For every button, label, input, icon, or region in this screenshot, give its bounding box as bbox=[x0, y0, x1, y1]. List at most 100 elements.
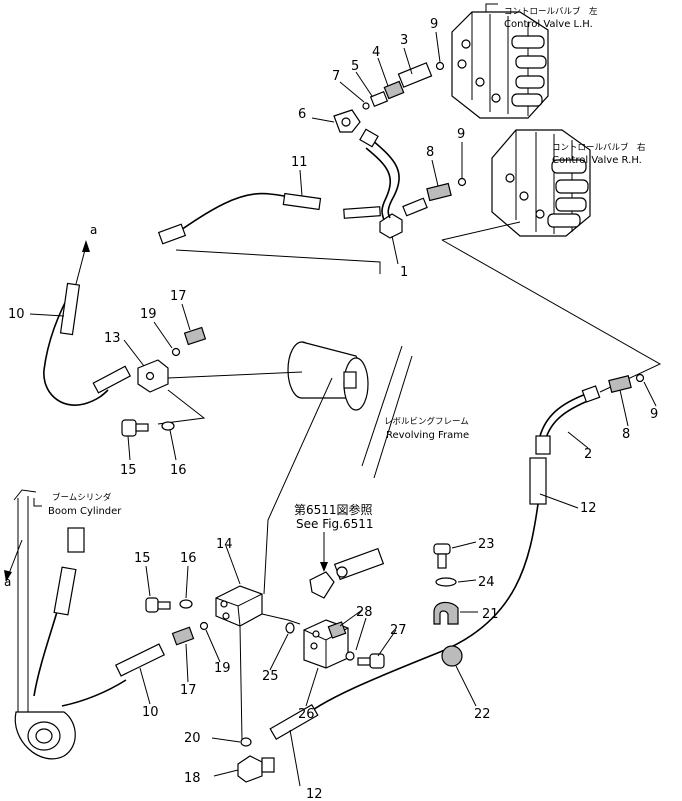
part-label-27: 27 bbox=[390, 623, 407, 638]
valve-block-14 bbox=[215, 585, 263, 627]
part-label-13: 13 bbox=[104, 331, 121, 346]
adapter-17-lower bbox=[171, 626, 195, 646]
washer-near-27 bbox=[345, 651, 355, 661]
leader-cv-lh bbox=[485, 3, 498, 12]
adapter-17-upper bbox=[183, 326, 207, 346]
arrow-a-top bbox=[75, 245, 87, 285]
clamp-22 bbox=[441, 645, 463, 667]
part-label-15-upper: 15 bbox=[120, 463, 137, 478]
control-valve-rh bbox=[491, 129, 591, 237]
part-label-24: 24 bbox=[478, 575, 495, 590]
nipple-4 bbox=[383, 80, 405, 100]
marker-a-bottom: a bbox=[4, 575, 11, 589]
hose-11-fitting bbox=[282, 192, 322, 211]
block-14-lines bbox=[261, 377, 333, 625]
frame-outline-upper bbox=[175, 221, 662, 393]
hose-10-lower-end bbox=[114, 643, 166, 677]
part-label-8-upper: 8 bbox=[426, 145, 434, 160]
accumulator-tank bbox=[287, 341, 369, 411]
hose-10-upper-fitting bbox=[59, 282, 81, 336]
part-label-8-lower: 8 bbox=[622, 427, 630, 442]
hose-11-end-left bbox=[157, 223, 187, 245]
bolt-15-lower bbox=[145, 597, 171, 613]
hose-10-upper bbox=[43, 285, 109, 406]
block-14-drop-line bbox=[239, 625, 243, 741]
part-label-19-lower: 19 bbox=[214, 661, 231, 676]
revolving-frame-label-jp: レボルビングフレーム bbox=[384, 416, 469, 427]
clamp-21 bbox=[433, 601, 459, 625]
control-valve-lh-label: Control Valve L.H. bbox=[504, 19, 593, 30]
elbow-2-nut bbox=[581, 385, 601, 403]
adapter-28 bbox=[327, 621, 347, 639]
elbow-pipe-2 bbox=[545, 399, 591, 439]
hose-10-lower-upper-fitting bbox=[53, 566, 77, 616]
boom-cylinder bbox=[13, 489, 85, 760]
part-label-16-upper: 16 bbox=[170, 463, 187, 478]
part-label-1: 1 bbox=[400, 265, 408, 280]
see-fig-label-jp: 第6511図参照 bbox=[294, 502, 373, 517]
control-valve-lh bbox=[451, 11, 549, 119]
bolt-23 bbox=[433, 543, 451, 569]
oring-9-lh bbox=[435, 61, 445, 71]
boom-cylinder-label-jp: ブームシリンダ bbox=[52, 492, 112, 503]
part-label-9-top: 9 bbox=[430, 17, 438, 32]
part-label-10-lower: 10 bbox=[142, 705, 159, 720]
boom-cylinder-label: Boom Cylinder bbox=[48, 506, 122, 517]
washer-24 bbox=[435, 577, 457, 587]
part-label-20: 20 bbox=[184, 731, 201, 746]
part-label-3: 3 bbox=[400, 33, 408, 48]
sleeve-3 bbox=[397, 62, 433, 88]
valve-block-13 bbox=[137, 359, 169, 393]
hose-12 bbox=[299, 503, 539, 721]
adapter-8-upper bbox=[426, 182, 452, 202]
arrow-a-top-head bbox=[82, 240, 90, 252]
part-label-11: 11 bbox=[291, 155, 308, 170]
control-valve-lh-label-jp: コントロールバルブ 左 bbox=[504, 6, 598, 17]
control-valve-rh-label: Control Valve R.H. bbox=[552, 155, 642, 166]
revolving-frame-label: Revolving Frame bbox=[386, 430, 469, 441]
arrow-a-bottom bbox=[7, 539, 23, 577]
part-number-labels: 3 4 5 7 6 9 9 8 11 1 a 10 13 19 17 15 16… bbox=[4, 17, 658, 801]
part-label-14: 14 bbox=[216, 537, 233, 552]
elbow-2-lower-nut bbox=[535, 435, 551, 455]
oring-9-lower bbox=[635, 373, 645, 383]
part-label-7: 7 bbox=[332, 69, 340, 84]
arrow-a-bottom-head bbox=[4, 570, 12, 582]
hose-12-upper-fitting bbox=[529, 457, 547, 505]
washer-16-lower bbox=[179, 599, 193, 609]
washer-16-upper bbox=[161, 421, 175, 431]
oring-7 bbox=[362, 102, 370, 110]
part-label-16-lower: 16 bbox=[180, 551, 197, 566]
bolt-27 bbox=[357, 653, 385, 669]
oring-25 bbox=[285, 622, 295, 634]
frame-outline-lower bbox=[157, 389, 206, 425]
bolt-15-upper bbox=[121, 419, 149, 437]
part-label-9-lower: 9 bbox=[650, 407, 658, 422]
part-label-19-upper: 19 bbox=[140, 307, 157, 322]
part-label-6: 6 bbox=[298, 107, 306, 122]
marker-a-top: a bbox=[90, 223, 97, 237]
part-label-5: 5 bbox=[351, 59, 359, 74]
part-label-4: 4 bbox=[372, 45, 380, 60]
control-valve-rh-label-jp: コントロールバルブ 右 bbox=[552, 142, 646, 153]
part-label-12-lower: 12 bbox=[306, 787, 323, 801]
elbow-18 bbox=[237, 755, 275, 783]
block-13-tank-line bbox=[167, 371, 303, 379]
leader-boom-cylinder bbox=[33, 498, 42, 507]
part-label-21: 21 bbox=[482, 607, 499, 622]
part-label-18: 18 bbox=[184, 771, 201, 786]
adapter-8-lower bbox=[608, 375, 632, 393]
adapter-5 bbox=[369, 90, 389, 108]
leader-lines bbox=[29, 31, 657, 787]
oring-19-lower bbox=[199, 621, 209, 631]
oring-19-upper bbox=[171, 347, 181, 357]
hose-12-lower-fitting bbox=[269, 703, 319, 741]
part-label-26: 26 bbox=[298, 707, 315, 722]
part-label-25: 25 bbox=[262, 669, 279, 684]
part-label-17-upper: 17 bbox=[170, 289, 187, 304]
see-fig-label: See Fig.6511 bbox=[296, 517, 374, 531]
part-label-23: 23 bbox=[478, 537, 495, 552]
oring-9-rh bbox=[457, 177, 467, 187]
part-label-17-lower: 17 bbox=[180, 683, 197, 698]
